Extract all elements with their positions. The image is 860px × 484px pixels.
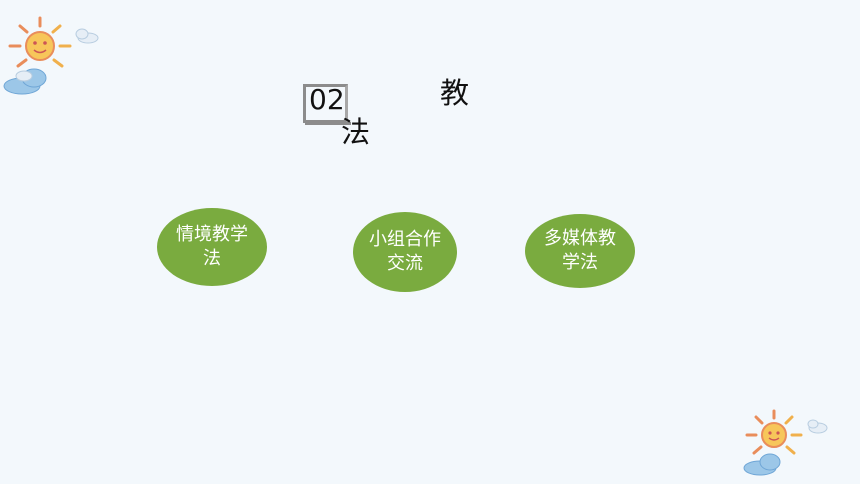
- method-label: 多媒体教学法: [544, 228, 616, 273]
- method-bubble-group-cooperation[interactable]: 小组合作交流: [353, 212, 457, 292]
- section-title-char-1: 教: [440, 76, 470, 110]
- method-bubble-multimedia[interactable]: 多媒体教学法: [525, 214, 635, 288]
- section-number-underline: [305, 122, 351, 125]
- sun-cloud-icon: [3, 16, 99, 95]
- section-title-char-2: 法: [341, 115, 371, 149]
- sun-cloud-icon: [743, 409, 828, 476]
- method-label: 情境教学法: [176, 224, 248, 269]
- method-label: 小组合作交流: [369, 229, 441, 274]
- method-bubble-situational[interactable]: 情境教学法: [157, 208, 267, 286]
- section-number-text: 02: [309, 83, 345, 116]
- section-number: 02: [303, 83, 351, 125]
- section-number-frame: [303, 84, 348, 123]
